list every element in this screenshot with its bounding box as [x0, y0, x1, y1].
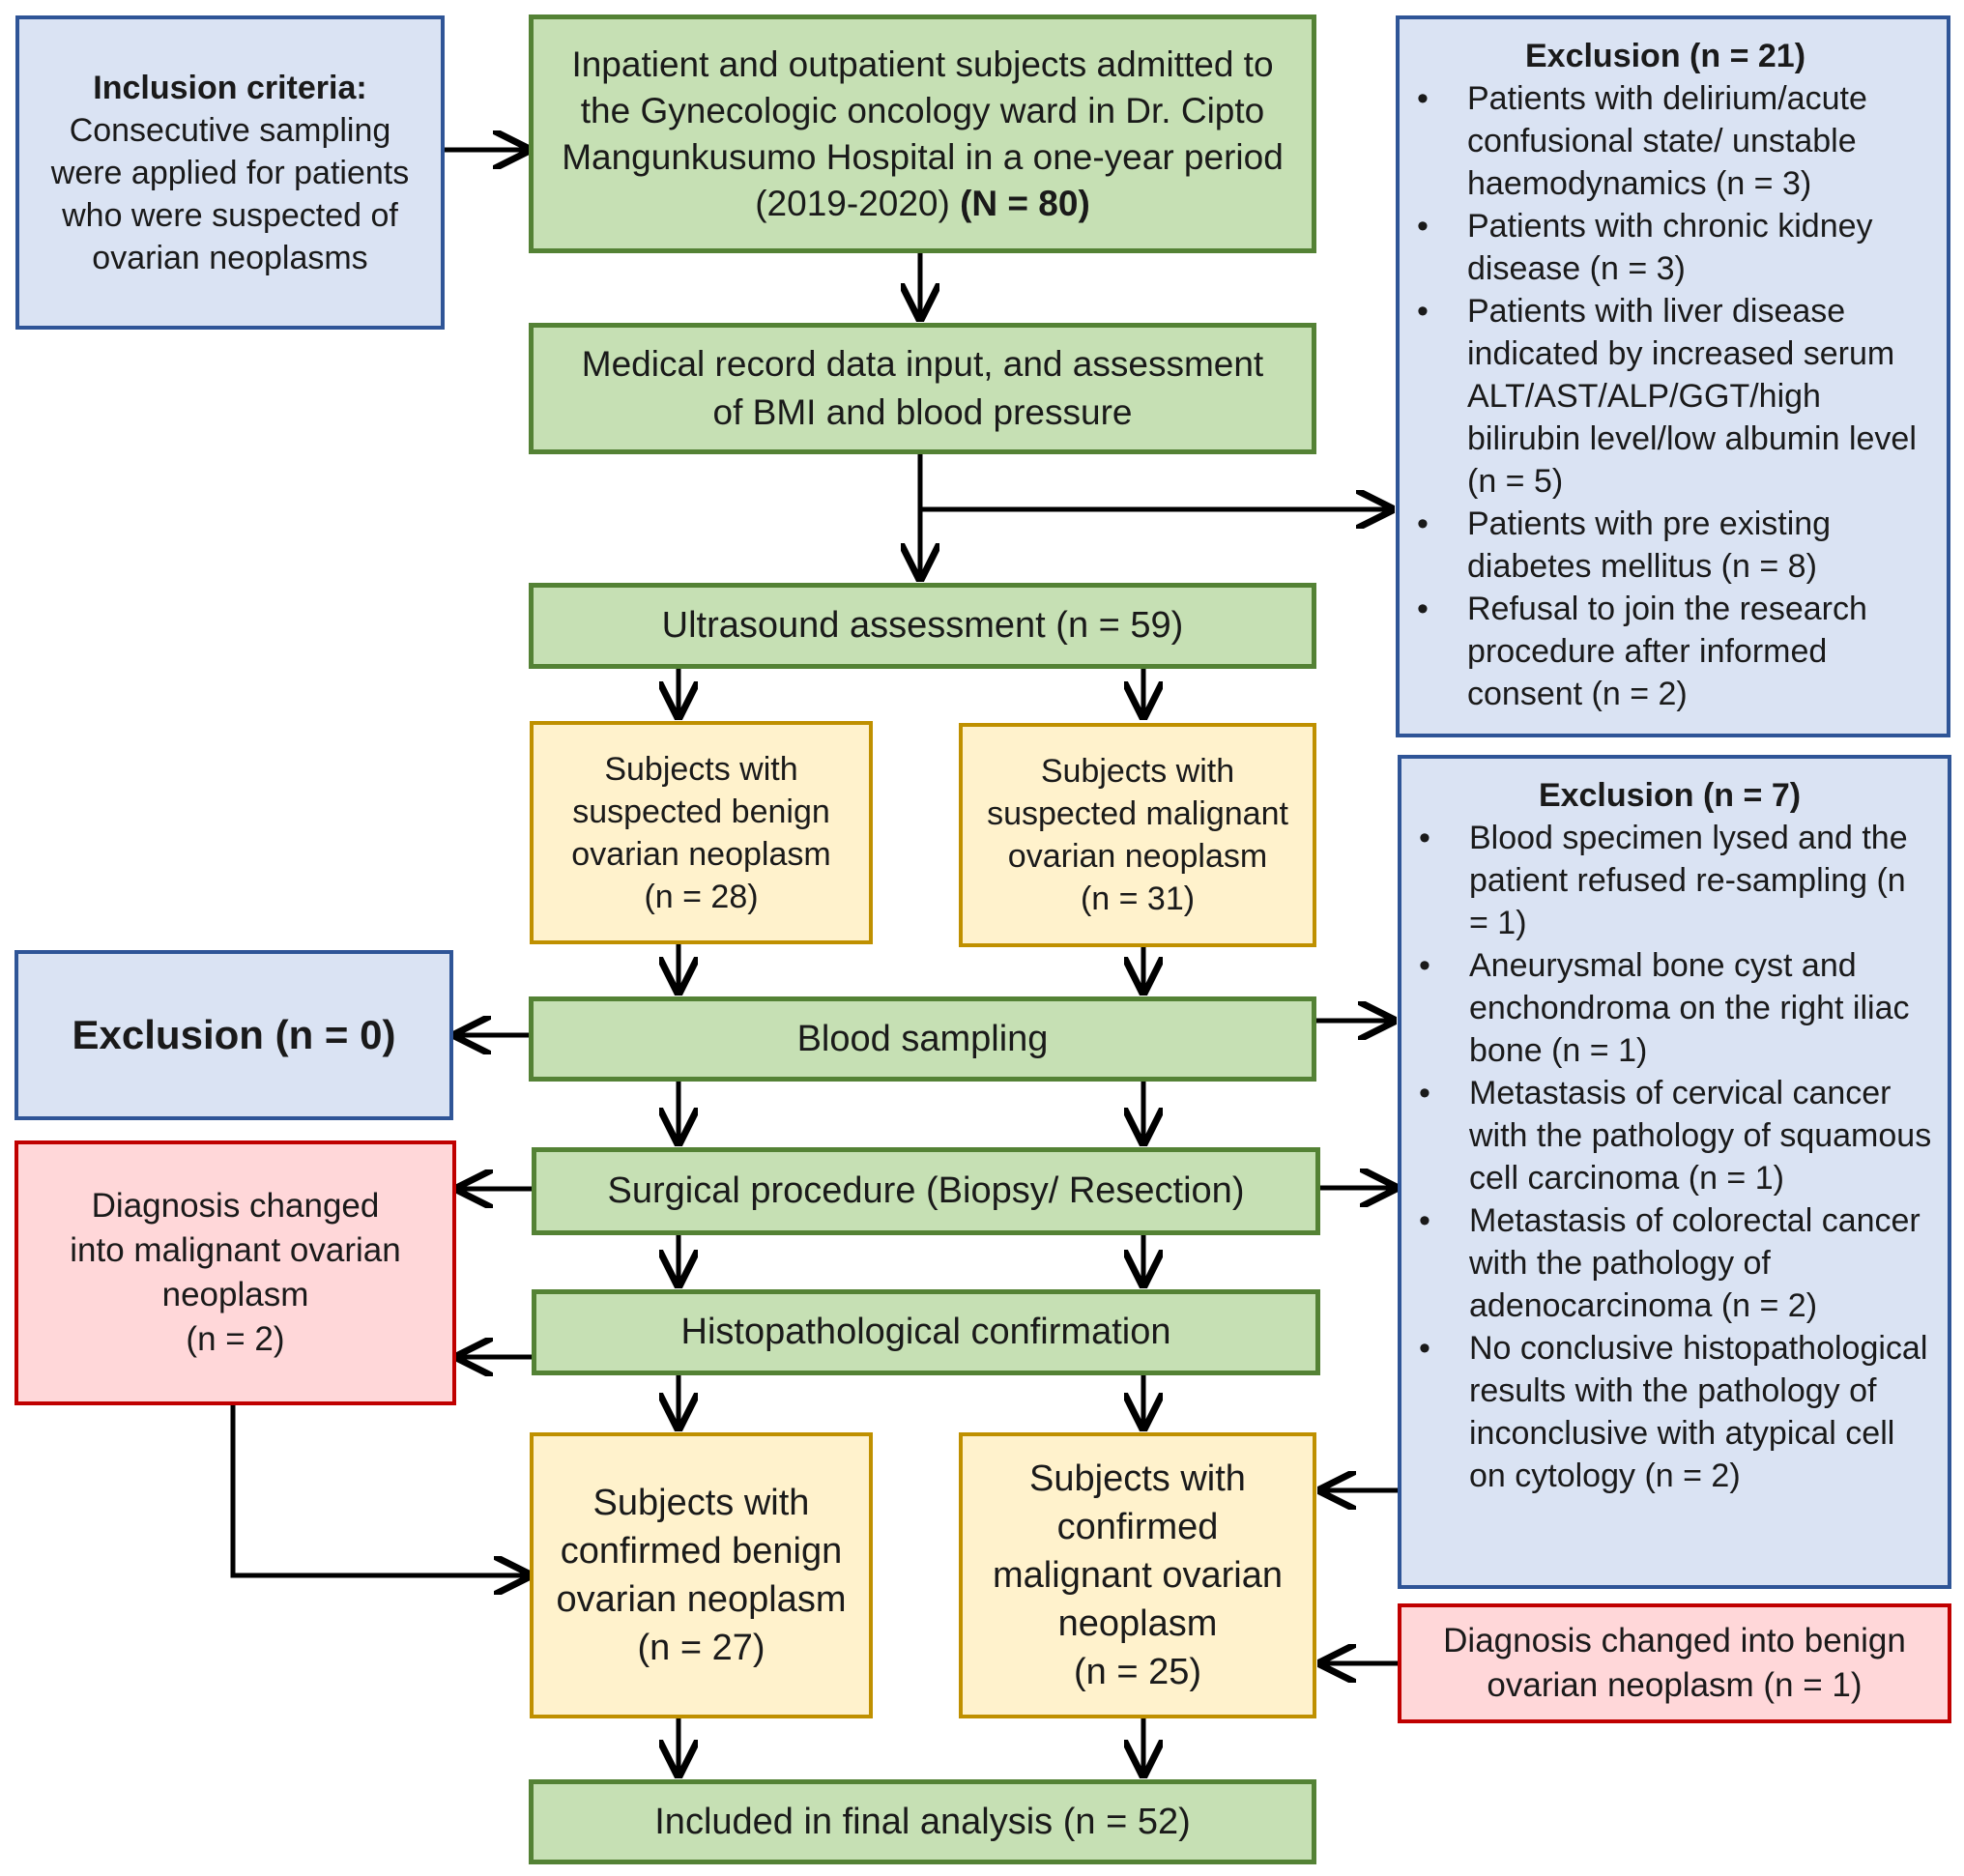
confirmed-malignant-box: Subjects with confirmed malignant ovaria… — [959, 1432, 1316, 1718]
diag-changed-malignant-box: Diagnosis changed into malignant ovarian… — [14, 1140, 456, 1405]
exclusion-21-item: Refusal to join the research procedure a… — [1405, 588, 1925, 715]
confirmed-malignant-count: (n = 25) — [1073, 1652, 1202, 1692]
exclusion-7-item: Blood specimen lysed and the patient ref… — [1407, 817, 1932, 944]
suspected-malignant-text: Subjects with suspected malignant ovaria… — [987, 753, 1288, 875]
medical-record-box: Medical record data input, and assessmen… — [529, 323, 1316, 454]
confirmed-benign-box: Subjects with confirmed benign ovarian n… — [530, 1432, 873, 1718]
suspected-benign-box: Subjects with suspected benign ovarian n… — [530, 721, 873, 944]
exclusion-21-title: Exclusion (n = 21) — [1524, 38, 1806, 74]
arrow-diag-malignant-to-confirmed-benign — [230, 1405, 528, 1575]
suspected-benign-count: (n = 28) — [644, 878, 759, 915]
inclusion-criteria-title: Inclusion criteria: — [93, 69, 367, 106]
final-analysis-box: Included in final analysis (n = 52) — [529, 1779, 1316, 1864]
inclusion-criteria-box: Inclusion criteria: Consecutive sampling… — [15, 15, 445, 330]
ultrasound-text: Ultrasound assessment (n = 59) — [661, 605, 1184, 646]
surgical-procedure-box: Surgical procedure (Biopsy/ Resection) — [532, 1147, 1320, 1235]
exclusion-7-item: Aneurysmal bone cyst and enchondroma on … — [1407, 944, 1932, 1072]
exclusion-21-item: Patients with delirium/acute confusional… — [1405, 77, 1925, 205]
blood-sampling-box: Blood sampling — [529, 996, 1316, 1082]
exclusion-21-item: Patients with pre existing diabetes mell… — [1405, 503, 1925, 588]
exclusion-0-text: Exclusion (n = 0) — [72, 1012, 396, 1057]
diag-changed-malignant-text: Diagnosis changed into malignant ovarian… — [70, 1187, 401, 1313]
surgical-procedure-text: Surgical procedure (Biopsy/ Resection) — [607, 1170, 1245, 1211]
subjects-admitted-box: Inpatient and outpatient subjects admitt… — [529, 14, 1316, 253]
exclusion-21-item: Patients with chronic kidney disease (n … — [1405, 205, 1925, 290]
suspected-malignant-count: (n = 31) — [1080, 880, 1196, 917]
exclusion-7-item: Metastasis of cervical cancer with the p… — [1407, 1072, 1932, 1199]
subjects-admitted-description: Inpatient and outpatient subjects admitt… — [562, 43, 1284, 223]
exclusion-21-list: Patients with delirium/acute confusional… — [1405, 77, 1925, 715]
diag-changed-benign-text: Diagnosis changed into benign ovarian ne… — [1443, 1622, 1906, 1704]
confirmed-benign-text: Subjects with confirmed benign ovarian n… — [556, 1483, 847, 1620]
inclusion-criteria-text: Consecutive sampling were applied for pa… — [50, 111, 410, 276]
exclusion-7-box: Exclusion (n = 7) Blood specimen lysed a… — [1398, 755, 1951, 1589]
confirmed-benign-count: (n = 27) — [637, 1628, 765, 1668]
subjects-admitted-count: (N = 80) — [960, 183, 1090, 223]
ultrasound-box: Ultrasound assessment (n = 59) — [529, 583, 1316, 669]
diag-changed-malignant-count: (n = 2) — [186, 1320, 285, 1358]
medical-record-text: Medical record data input, and assessmen… — [581, 344, 1264, 432]
final-analysis-text: Included in final analysis (n = 52) — [654, 1801, 1191, 1842]
histopathological-box: Histopathological confirmation — [532, 1289, 1320, 1375]
exclusion-21-box: Exclusion (n = 21) Patients with deliriu… — [1396, 15, 1950, 737]
suspected-benign-text: Subjects with suspected benign ovarian n… — [571, 750, 831, 873]
exclusion-7-list: Blood specimen lysed and the patient ref… — [1407, 817, 1932, 1497]
exclusion-0-box: Exclusion (n = 0) — [14, 950, 453, 1120]
diag-changed-benign-box: Diagnosis changed into benign ovarian ne… — [1398, 1603, 1951, 1723]
confirmed-malignant-text: Subjects with confirmed malignant ovaria… — [993, 1458, 1283, 1644]
suspected-malignant-box: Subjects with suspected malignant ovaria… — [959, 723, 1316, 947]
exclusion-7-item: No conclusive histopathological results … — [1407, 1327, 1932, 1497]
exclusion-7-title: Exclusion (n = 7) — [1538, 777, 1802, 814]
exclusion-7-item: Metastasis of colorectal cancer with the… — [1407, 1199, 1932, 1327]
histopathological-text: Histopathological confirmation — [680, 1312, 1171, 1352]
exclusion-21-item: Patients with liver disease indicated by… — [1405, 290, 1925, 503]
blood-sampling-text: Blood sampling — [796, 1018, 1049, 1059]
subjects-admitted-text: Inpatient and outpatient subjects admitt… — [553, 42, 1292, 227]
